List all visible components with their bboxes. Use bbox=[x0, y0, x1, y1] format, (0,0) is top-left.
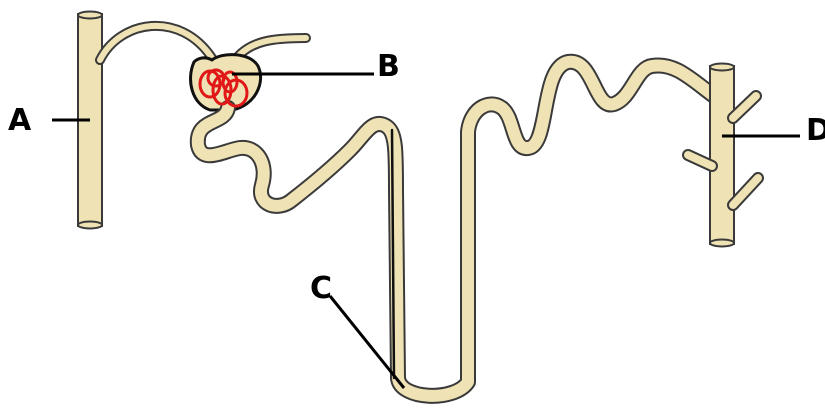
leader-lines bbox=[52, 74, 800, 388]
tubule bbox=[198, 62, 714, 396]
label-a: A bbox=[8, 106, 31, 136]
arterioles bbox=[100, 26, 306, 60]
label-c: C bbox=[310, 274, 332, 304]
label-d: D bbox=[806, 116, 825, 146]
label-b: B bbox=[377, 52, 400, 82]
